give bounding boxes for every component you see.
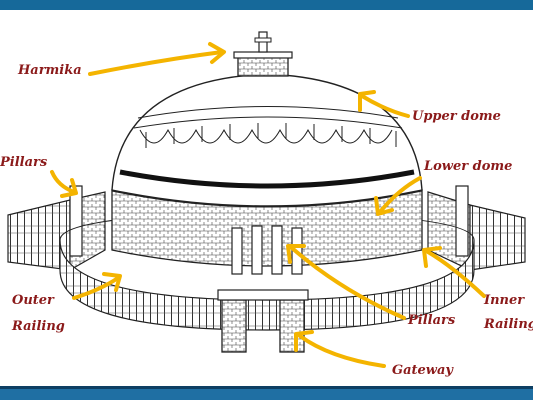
gateway-arrow xyxy=(298,334,386,368)
bottom-band xyxy=(0,389,533,400)
label-harmika: Harmika xyxy=(18,63,82,78)
pillars-right-arrow xyxy=(290,246,406,320)
label-outer-railing-line1: Outer xyxy=(12,293,54,308)
upper-dome-drawing xyxy=(111,73,423,207)
inner-railing-arrow xyxy=(426,250,486,298)
label-upper-dome: Upper dome xyxy=(412,109,501,124)
right-side-railing xyxy=(427,185,526,271)
lower-dome-arrow xyxy=(378,176,422,214)
bottom-band-edge xyxy=(0,386,533,389)
left-side-railing xyxy=(7,185,106,272)
outer-railing-arrow xyxy=(72,276,120,300)
gateway-drawing xyxy=(217,289,309,353)
harmika-drawing xyxy=(233,31,293,77)
label-pillars-left: Pillars xyxy=(0,155,48,170)
garland-decoration xyxy=(139,123,397,148)
top-band xyxy=(0,0,533,10)
label-lower-dome: Lower dome xyxy=(424,159,513,174)
pointer-arrows xyxy=(50,42,486,368)
harmika-arrow xyxy=(88,50,224,76)
label-pillars-right: Pillars xyxy=(408,313,456,328)
pillars-left-arrow xyxy=(50,170,76,194)
label-gateway: Gateway xyxy=(392,363,453,378)
upper-dome-arrow xyxy=(360,94,410,118)
label-inner-railing-line1: Inner xyxy=(484,293,525,308)
label-inner-railing-line2: Railing xyxy=(484,317,533,332)
label-outer-railing-line2: Railing xyxy=(12,319,65,334)
